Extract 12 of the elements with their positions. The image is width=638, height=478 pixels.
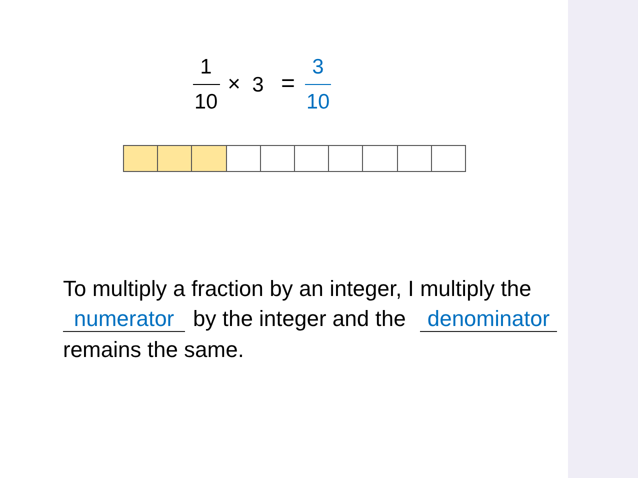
answer-field: numerator (63, 306, 185, 332)
sentence-text: by the integer and the (193, 306, 406, 332)
answer-field: denominator (420, 306, 557, 332)
answer-denominator: 10 (306, 92, 330, 112)
multiplication-sign: × (228, 73, 240, 95)
answer-numerator: 3 (312, 56, 324, 78)
equals-sign: = (281, 72, 295, 96)
fraction-denominator: 10 (194, 92, 218, 112)
factor-number: 3 (252, 74, 264, 96)
fraction-numerator: 1 (200, 56, 212, 78)
sentence-text: remains the same. (63, 337, 244, 362)
sentence-text: To multiply a fraction by an integer, I multiply the (63, 276, 532, 302)
